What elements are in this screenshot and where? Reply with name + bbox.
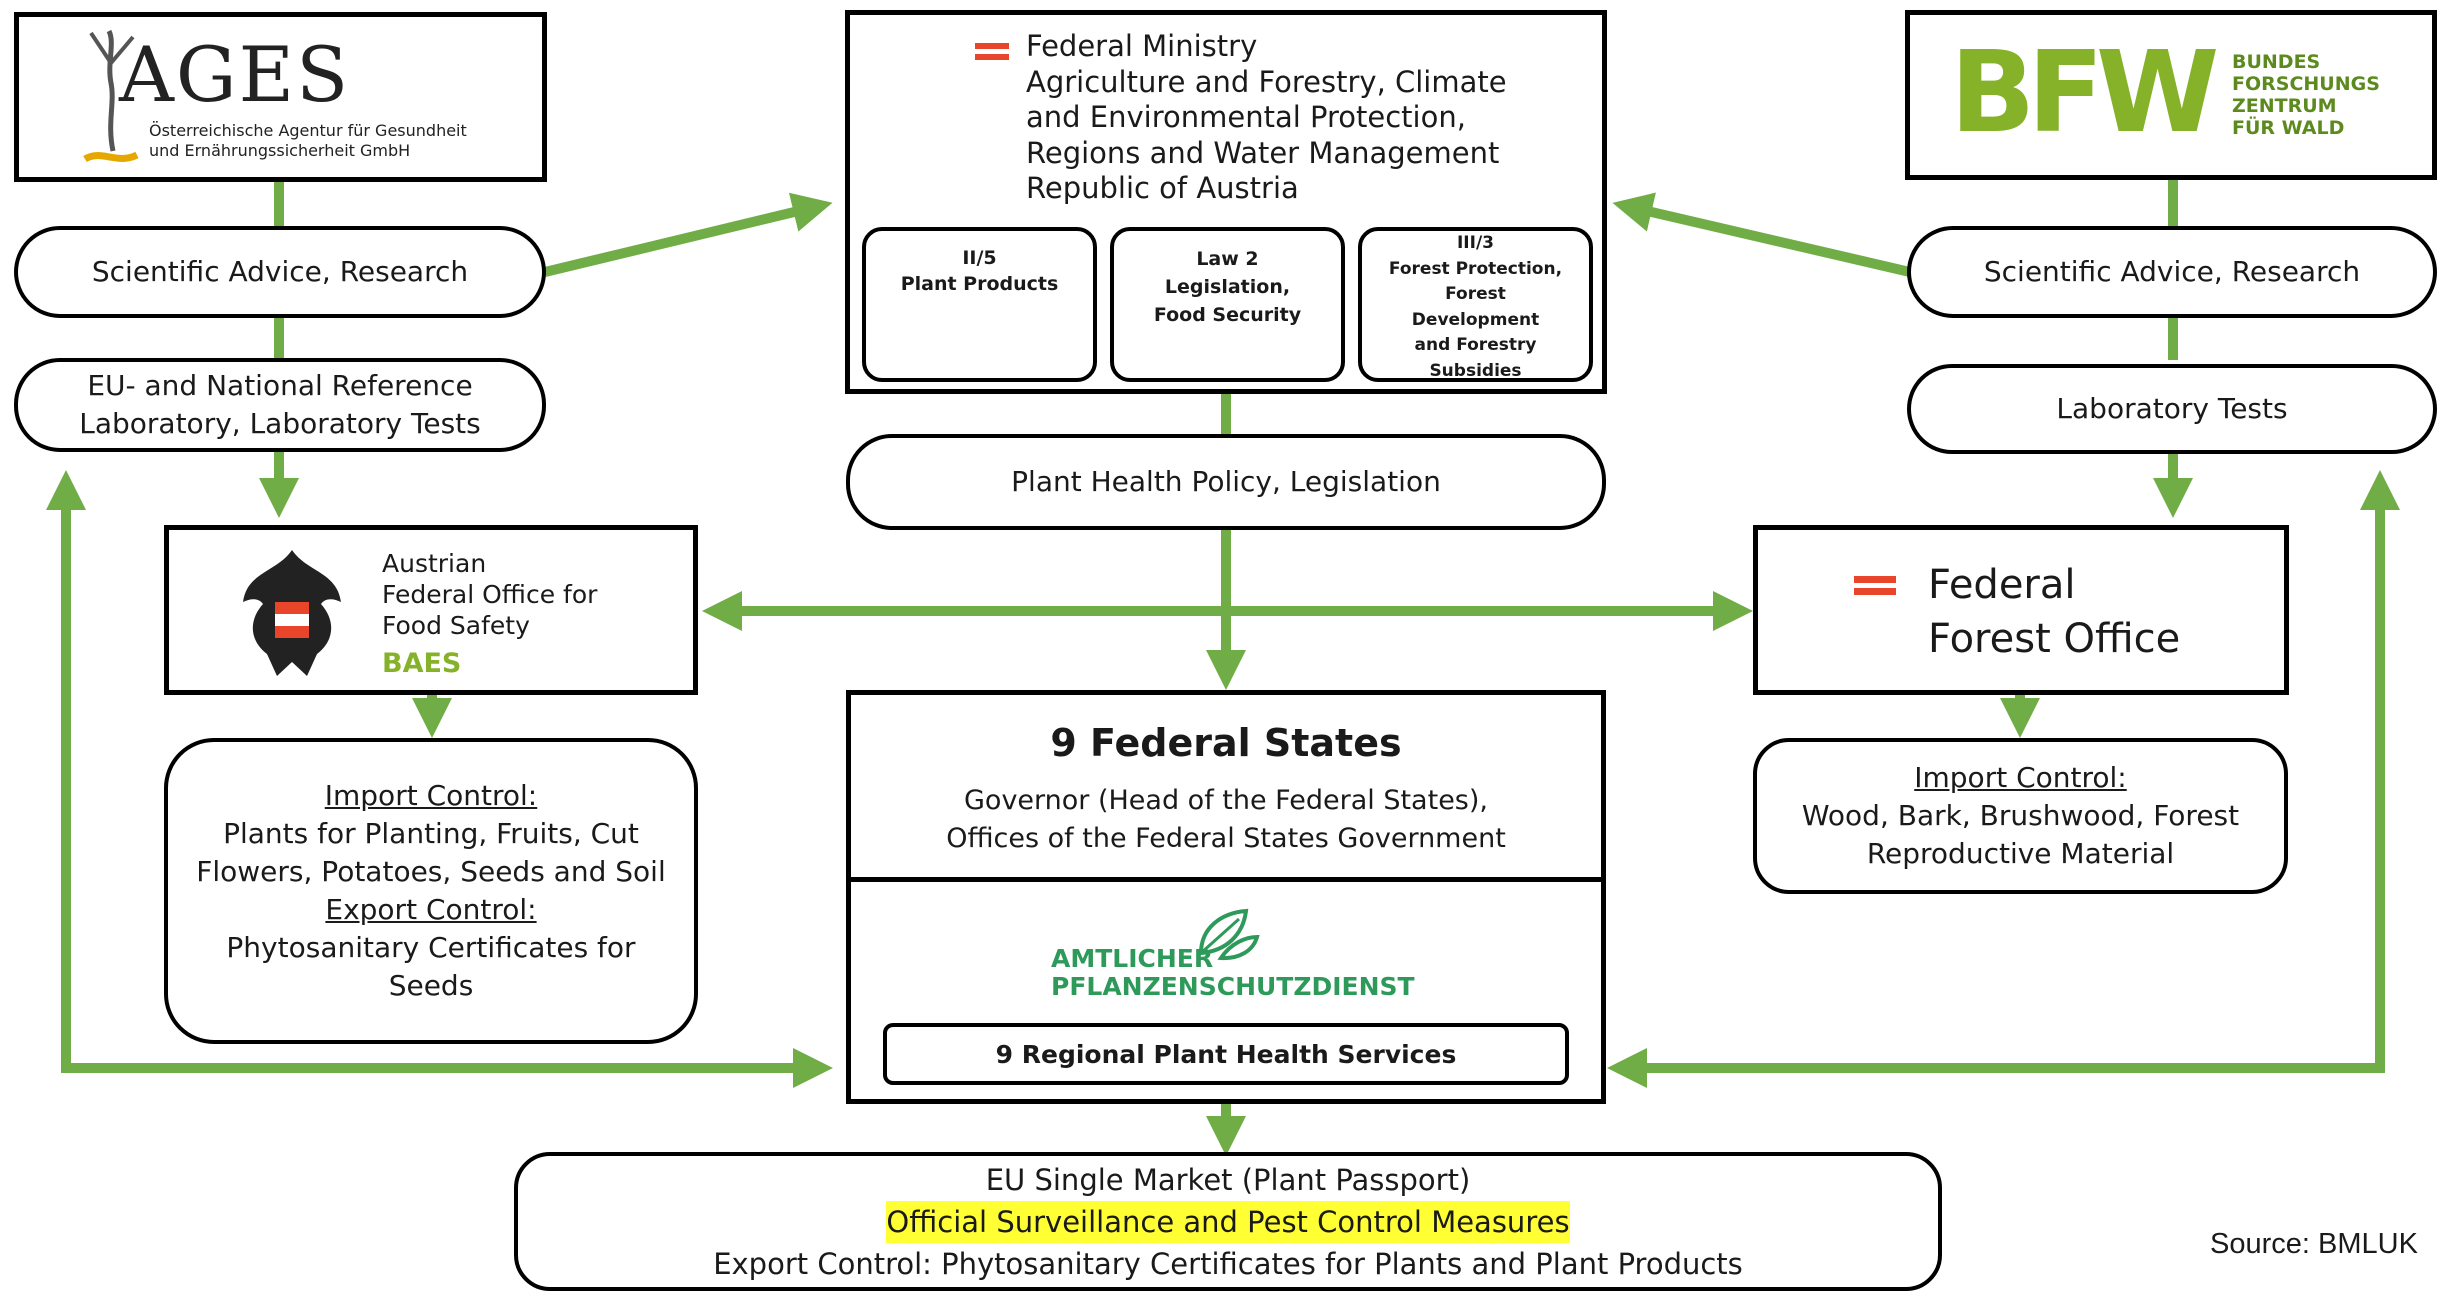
ministry-title-line: Agriculture and Forestry, Climate	[1026, 64, 1507, 99]
baes-controls-pill: Import Control: Plants for Planting, Fru…	[164, 738, 698, 1044]
ages-subtitle-1: Österreichische Agentur für Gesundheit	[149, 121, 467, 140]
ministry-title-line: Federal Ministry	[1026, 29, 1258, 63]
bfw-logo-box: BFW BUNDES FORSCHUNGS ZENTRUM FÜR WALD	[1905, 10, 2437, 180]
austria-flag-icon	[975, 43, 1009, 65]
baes-name: Austrian Federal Office for Food Safety	[382, 549, 598, 640]
states-divider	[851, 877, 1601, 882]
department-line: Food Security	[1153, 304, 1302, 326]
bottom-line: Export Control: Phytosanitary Certificat…	[713, 1246, 1743, 1281]
ministry-title-line: and Environmental Protection,	[1026, 100, 1466, 134]
ministry-title: Federal Ministry Agriculture and Forestr…	[1026, 29, 1507, 207]
export-control-line: Seeds	[388, 969, 474, 1002]
arrow-ages-ministry	[543, 192, 833, 277]
ages-name: AGES	[119, 30, 351, 119]
eagle-coat-of-arms-icon	[243, 550, 341, 676]
import-control-heading: Import Control:	[1914, 761, 2127, 794]
ministry-title-line: Regions and Water Management	[1026, 135, 1500, 170]
bottom-line: EU Single Market (Plant Passport)	[985, 1162, 1471, 1197]
left-lab-pill: EU- and National Reference Laboratory, L…	[14, 358, 546, 452]
right-advice-pill: Scientific Advice, Research	[1907, 226, 2437, 318]
service-name-line: PFLANZENSCHUTZDIENST	[1051, 972, 1415, 1001]
department-code: III/3	[1456, 233, 1494, 253]
left-lab-line: EU- and National Reference	[87, 369, 473, 403]
import-control-heading: Import Control:	[324, 779, 538, 812]
import-control-line: Flowers, Potatoes, Seeds and Soil	[196, 855, 666, 888]
ministry-title-line: Republic of Austria	[1026, 171, 1299, 205]
regional-services-box: 9 Regional Plant Health Services	[883, 1023, 1569, 1085]
import-control-line: Plants for Planting, Fruits, Cut	[223, 817, 639, 850]
bfw-wordmark: BUNDES FORSCHUNGS ZENTRUM FÜR WALD	[2232, 51, 2380, 139]
states-line: Offices of the Federal States Government	[946, 823, 1506, 854]
department-line: Subsidies	[1429, 360, 1522, 381]
department-ii5: II/5 Plant Products	[862, 227, 1097, 382]
states-title: 9 Federal States	[1050, 721, 1402, 765]
left-advice-label: Scientific Advice, Research	[91, 255, 469, 289]
import-control-line: Wood, Bark, Brushwood, Forest	[1801, 799, 2240, 832]
policy-label: Plant Health Policy, Legislation	[1011, 465, 1441, 499]
regional-services-label: 9 Regional Plant Health Services	[995, 1039, 1457, 1069]
states-line: Governor (Head of the Federal States),	[964, 785, 1488, 816]
bottom-line-highlighted: Official Surveillance and Pest Control M…	[886, 1200, 1570, 1243]
department-iii3: III/3 Forest Protection, Forest Developm…	[1358, 227, 1593, 382]
department-line: Development	[1411, 309, 1540, 330]
ministry-box: Federal Ministry Agriculture and Forestr…	[845, 10, 1607, 394]
left-lab-line: Laboratory, Laboratory Tests	[79, 407, 481, 440]
arrow-bfw-ministry	[1612, 192, 1912, 277]
department-line: Legislation,	[1164, 276, 1291, 298]
department-law2: Law 2 Legislation, Food Security	[1110, 227, 1345, 382]
policy-pill: Plant Health Policy, Legislation	[846, 434, 1606, 530]
austria-flag-icon	[1854, 576, 1896, 600]
federal-states-box: 9 Federal States Governor (Head of the F…	[846, 690, 1606, 1104]
forest-controls-pill: Import Control: Wood, Bark, Brushwood, F…	[1753, 738, 2288, 894]
department-line: and Forestry	[1414, 335, 1537, 355]
department-code: Law 2	[1196, 248, 1259, 270]
department-line: Forest Protection,	[1388, 258, 1563, 279]
department-code: II/5	[962, 247, 997, 269]
right-lab-pill: Laboratory Tests	[1907, 364, 2437, 454]
leaf-icon	[1198, 908, 1260, 961]
ages-figure-icon	[83, 29, 139, 163]
department-line: Plant Products	[900, 273, 1059, 295]
bfw-logo-mark: BFW	[1950, 28, 2219, 158]
forest-office-box: Federal Forest Office	[1753, 525, 2289, 695]
baes-acronym: BAES	[382, 648, 462, 679]
left-advice-pill: Scientific Advice, Research	[14, 226, 546, 318]
baes-box: Austrian Federal Office for Food Safety …	[164, 525, 698, 695]
department-line: Forest	[1445, 284, 1506, 304]
right-advice-label: Scientific Advice, Research	[1983, 255, 2361, 289]
ages-subtitle-2: und Ernährungssicherheit GmbH	[149, 141, 411, 160]
ages-logo-box: AGES Österreichische Agentur für Gesundh…	[14, 12, 547, 182]
source-note: Source: BMLUK	[2210, 1228, 2418, 1260]
bottom-pill: EU Single Market (Plant Passport) Offici…	[514, 1152, 1942, 1291]
export-control-line: Phytosanitary Certificates for	[226, 931, 636, 964]
forest-office-name: Federal Forest Office	[1928, 562, 2181, 662]
right-lab-label: Laboratory Tests	[2056, 392, 2288, 426]
service-name-line: AMTLICHER	[1051, 944, 1214, 973]
export-control-heading: Export Control:	[325, 893, 537, 926]
import-control-line: Reproductive Material	[1866, 837, 2175, 870]
